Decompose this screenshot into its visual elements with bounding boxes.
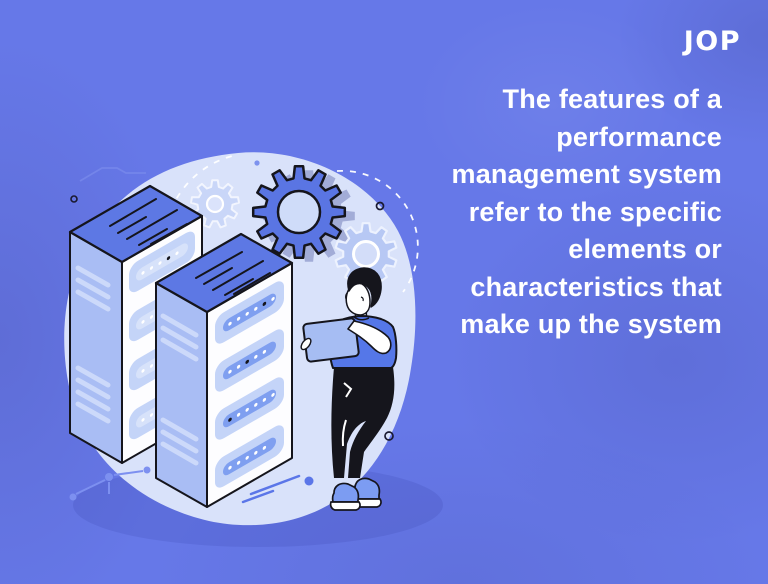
dashed-orbit-left [170,154,237,211]
quote-line: management system [451,159,722,189]
dot-outline-top [375,201,385,211]
dot-blue-filled [304,476,314,486]
circuit-trace-top [79,167,146,182]
server-right-side-stripes [160,313,199,466]
server-rack-right [154,232,294,508]
server-left-side-stripes [75,265,111,424]
quote-line: elements or [568,234,722,264]
server-right-slots [215,281,284,488]
quote-line: make up the system [460,309,722,339]
quote-text: The features of a performance management… [382,81,722,344]
brand-logo: JOP [683,26,741,57]
speed-lines [241,474,301,504]
server-left-top [68,184,204,264]
server-left-top-lines [109,198,188,246]
dot-outline-left [70,195,78,203]
circuit-decoration [69,466,151,501]
dot-blue-small [254,160,260,166]
person-hair [347,267,382,308]
person-shoes [329,477,382,511]
person-thumb [300,337,312,351]
person-figure [300,267,398,511]
quote-line: performance [556,121,722,152]
gear-icon-large [251,164,355,262]
dot-outline-mid [384,431,394,441]
quote-line: characteristics that [470,271,722,302]
quote-line: The features of a [502,84,722,114]
server-right-top-lines [195,251,271,296]
person-arm [347,320,392,355]
quote-line: refer to the specific [468,196,722,227]
dashed-orbit-right [336,169,419,293]
